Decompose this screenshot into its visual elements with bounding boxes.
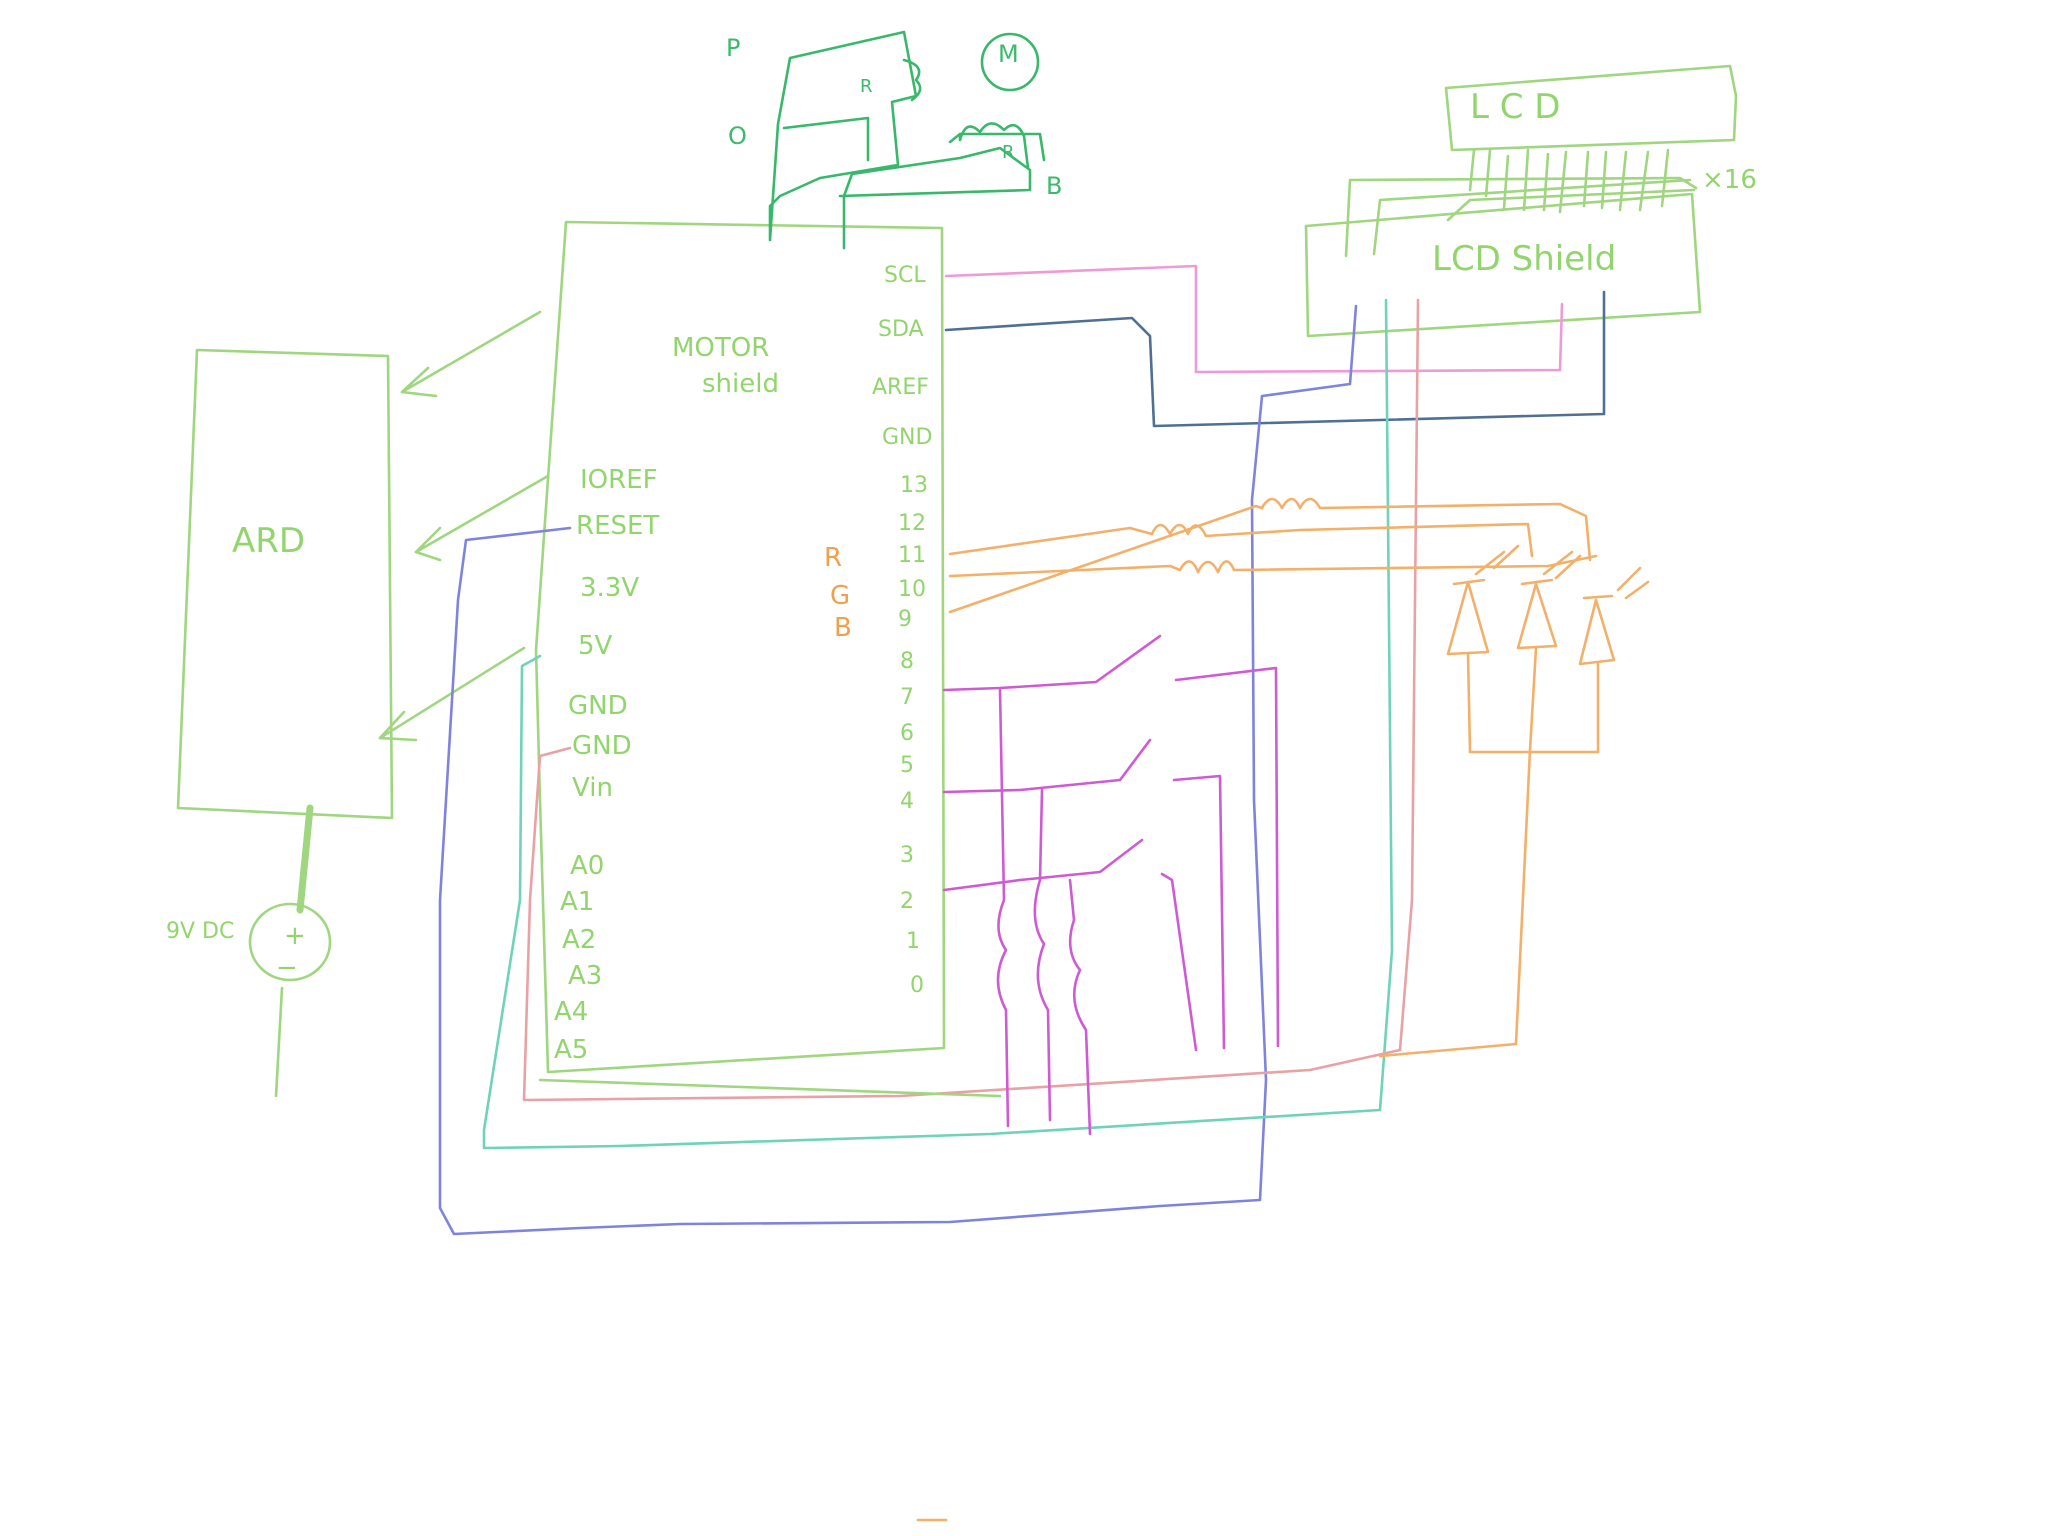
battery-plus: + [284, 921, 306, 951]
right-pin-label: 0 [910, 973, 924, 998]
analog-bus [538, 1078, 1002, 1098]
left-pin-label: A1 [560, 887, 594, 917]
right-pin-label: 12 [898, 511, 926, 536]
left-pin-label: 5V [578, 631, 613, 661]
motor-pin-b: B [1046, 172, 1062, 200]
right-pin-label: 2 [900, 889, 914, 914]
rgb-led-wiring [948, 497, 1650, 1058]
gnd-wire [522, 298, 1420, 1102]
motor-pin-p: P [726, 34, 740, 62]
right-pin-label: GND [882, 425, 932, 450]
right-pin-label: 9 [898, 607, 912, 632]
left-pin-label: A3 [568, 961, 602, 991]
motor-shield: MOTOR shield IOREF RESET 3.3V 5V GND GND VinA0… [534, 220, 946, 1074]
left-pin-label: IOREF [580, 465, 658, 495]
motor-pin-o: O [728, 122, 747, 150]
right-pin-label: 13 [900, 473, 928, 498]
motor-circuit: M P O B R R [726, 30, 1062, 250]
motor-shield-title-2: shield [702, 369, 779, 399]
motor-resistor-1: R [860, 76, 873, 97]
lcd-shield-label: LCD Shield [1432, 239, 1616, 279]
right-pin-label: 3 [900, 843, 914, 868]
rgb-label-r: R [824, 543, 842, 573]
arduino-board: ARD [176, 348, 394, 820]
scl-wire [944, 264, 1564, 374]
left-pin-label: A2 [562, 925, 596, 955]
reset-wire [438, 304, 1358, 1236]
right-pin-label: 10 [898, 577, 926, 602]
right-pin-label: 5 [900, 753, 914, 778]
right-pin-label: 7 [900, 685, 914, 710]
battery-label: 9V DC [166, 919, 234, 944]
rgb-label-g: G [830, 581, 850, 611]
rgb-label-b: B [834, 613, 852, 643]
right-pin-label: AREF [872, 375, 929, 400]
right-pin-label: 11 [898, 543, 926, 568]
battery-minus: − [276, 953, 298, 983]
right-pin-label: 8 [900, 649, 914, 674]
right-pin-label: 1 [906, 929, 920, 954]
button-switches [942, 634, 1280, 1136]
motor-shield-title-1: MOTOR [672, 333, 769, 363]
lcd-display: L C D ×16 LCD Shield [1304, 64, 1757, 338]
left-pin-label: A0 [570, 851, 604, 881]
sda-wire [944, 290, 1606, 428]
right-pin-label: 6 [900, 721, 914, 746]
motor-resistor-2: R [1002, 142, 1015, 163]
left-pin-label: A5 [554, 1035, 588, 1065]
lcd-pin-count: ×16 [1702, 165, 1757, 195]
arduino-label: ARD [232, 521, 305, 561]
motor-label: M [998, 40, 1019, 68]
left-pin-label: GND [572, 731, 632, 761]
power-5v-wire [482, 298, 1394, 1150]
right-pin-label: SDA [878, 317, 924, 342]
battery-9v: 9V DC + − [166, 804, 332, 1098]
left-pin-label: A4 [554, 997, 588, 1027]
left-pin-label: 3.3V [580, 573, 639, 603]
lcd-label: L C D [1470, 87, 1560, 127]
right-pin-label: 4 [900, 789, 914, 814]
left-pin-label: RESET [576, 511, 659, 541]
right-pin-label: SCL [884, 263, 926, 288]
left-pin-label: GND [568, 691, 628, 721]
left-pin-label: Vin [572, 773, 613, 803]
